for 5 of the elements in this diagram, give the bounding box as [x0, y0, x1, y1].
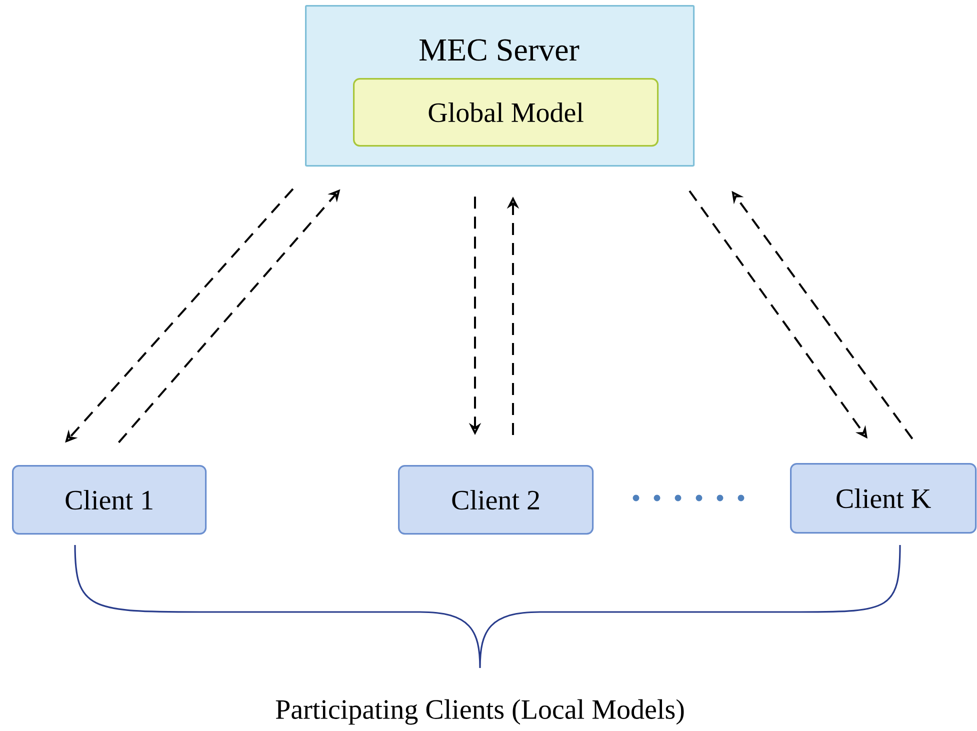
caption-label: Participating Clients (Local Models) — [276, 699, 684, 725]
model-box: Global Model — [353, 78, 659, 147]
client-box: Client 2 — [398, 465, 594, 535]
client-box: Client 1 — [12, 465, 207, 535]
client-box: Client K — [790, 463, 977, 534]
